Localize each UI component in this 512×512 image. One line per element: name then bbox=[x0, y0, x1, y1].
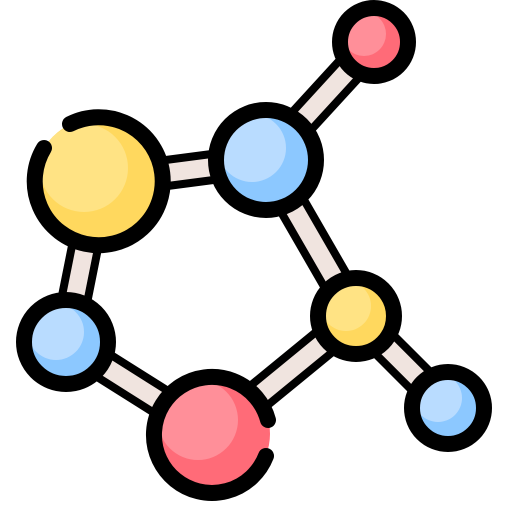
atom-outlines bbox=[16, 0, 492, 501]
atom-yellow-large-highlight bbox=[40, 124, 128, 212]
atom-yellow-large bbox=[34, 118, 162, 246]
atom-red-small-outline bbox=[332, 0, 416, 84]
atom-blue-top-outline bbox=[208, 102, 324, 218]
atom-blue-left-highlight bbox=[28, 304, 84, 360]
atom-blue-left-outline bbox=[16, 292, 116, 392]
atom-blue-left bbox=[24, 300, 108, 384]
atom-yellow-small-outline bbox=[310, 270, 402, 362]
atom-red-large-outline bbox=[146, 368, 276, 501]
atom-blue-small-outline bbox=[404, 364, 492, 452]
atom-red-large bbox=[154, 376, 270, 492]
atom-red-large-highlight bbox=[158, 380, 238, 460]
atom-yellow-large-outline bbox=[26, 109, 171, 254]
